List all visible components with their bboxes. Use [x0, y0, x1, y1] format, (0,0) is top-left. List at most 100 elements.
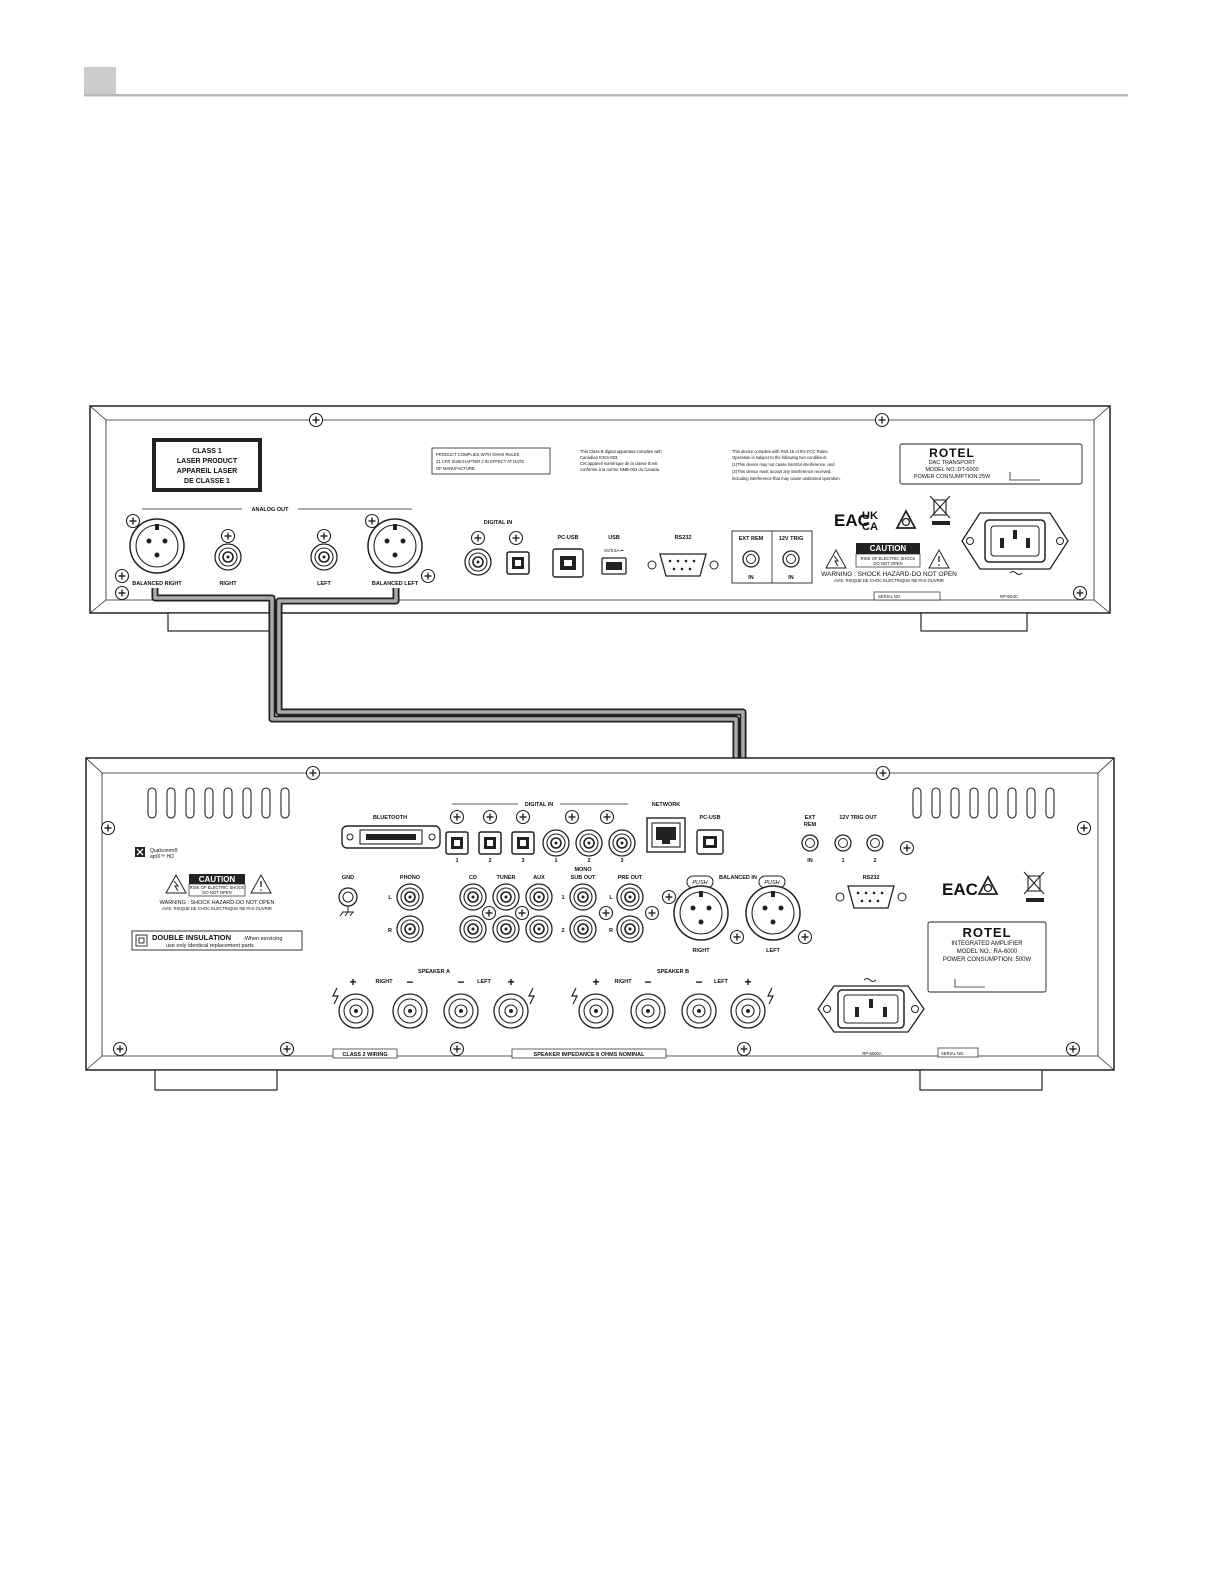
aux-label: AUX: [533, 875, 545, 881]
input-number: 2: [488, 858, 491, 864]
speaker-b-right-positive[interactable]: [578, 993, 614, 1029]
rs232-port[interactable]: [835, 885, 907, 909]
balanced-left-xlr-output[interactable]: [367, 518, 423, 574]
channel-r-label: R: [388, 928, 392, 934]
speaker-b-right-negative[interactable]: [630, 993, 666, 1029]
power-inlet[interactable]: [817, 978, 925, 1033]
aux-left-input[interactable]: [525, 883, 553, 911]
svg-text:−: −: [457, 975, 464, 989]
left-rca-output[interactable]: [310, 543, 338, 571]
tuner-right-input[interactable]: [492, 915, 520, 943]
pc-usb-port[interactable]: [552, 548, 584, 578]
screw-icon: [644, 905, 660, 921]
speaker-b-left-positive[interactable]: [730, 993, 766, 1029]
screw-icon: [661, 889, 677, 905]
svg-text:CLASS 1: CLASS 1: [192, 448, 222, 455]
polarity-marks: +− −+ +− −+: [349, 975, 751, 989]
channel-r-label: R: [609, 928, 613, 934]
sub-out-1[interactable]: [569, 883, 597, 911]
laser-class-label: CLASS 1 LASER PRODUCT APPAREIL LASER DE …: [152, 438, 262, 492]
speaker-a-left-positive[interactable]: [493, 993, 529, 1029]
phono-right-input[interactable]: [396, 915, 424, 943]
optical-digital-input[interactable]: [506, 551, 530, 575]
input-number: 1: [554, 858, 557, 864]
screw-icon: [598, 905, 614, 921]
phono-left-input[interactable]: [396, 883, 424, 911]
balanced-right-xlr-input[interactable]: [673, 885, 729, 941]
svg-text:CAUTION: CAUTION: [870, 544, 907, 553]
digital-in-label: DIGITAL IN: [484, 520, 513, 526]
coaxial-input-3[interactable]: [608, 829, 636, 857]
eac-mark: EAC: [834, 511, 870, 530]
rcm-icon: [895, 509, 917, 529]
optical-input-2[interactable]: [478, 831, 502, 855]
balanced-right-label: BALANCED RIGHT: [132, 581, 182, 587]
trigger-jack[interactable]: [782, 550, 800, 568]
speaker-b-label: SPEAKER B: [657, 969, 689, 975]
left-vent-slots: [147, 787, 290, 819]
usb-port[interactable]: [601, 557, 627, 575]
optical-input-1[interactable]: [445, 831, 469, 855]
pc-usb-port[interactable]: [696, 829, 724, 855]
foot: [919, 1069, 1043, 1091]
svg-text:PUSH: PUSH: [692, 880, 707, 886]
screw-icon: [449, 1041, 465, 1057]
optical-input-3[interactable]: [511, 831, 535, 855]
foot: [167, 612, 275, 632]
balanced-right-xlr-output[interactable]: [129, 518, 185, 574]
cd-right-input[interactable]: [459, 915, 487, 943]
trigger-out-2-jack[interactable]: [866, 834, 884, 852]
svg-text:DO NOT OPEN: DO NOT OPEN: [873, 561, 902, 566]
input-number: 1: [455, 858, 458, 864]
ethernet-port[interactable]: [646, 817, 686, 853]
coaxial-input-2[interactable]: [575, 829, 603, 857]
speaker-a-right-positive[interactable]: [338, 993, 374, 1029]
ground-terminal[interactable]: [338, 887, 358, 917]
trigger-out-label: 12V TRIG OUT: [839, 815, 877, 821]
bluetooth-label: BLUETOOTH: [373, 815, 407, 821]
screw-icon: [729, 929, 745, 945]
svg-text:Canadian ICES-003.: Canadian ICES-003.: [580, 455, 618, 460]
balanced-left-xlr-input[interactable]: [745, 885, 801, 941]
ext-rem-label: EXT: [805, 815, 816, 821]
svg-text:INTEGRATED AMPLIFIER: INTEGRATED AMPLIFIER: [951, 941, 1023, 947]
input-number: 3: [620, 858, 623, 864]
svg-text:-When servicing: -When servicing: [243, 936, 282, 942]
trigger-out-1-jack[interactable]: [834, 834, 852, 852]
left-label: LEFT: [317, 581, 331, 587]
eac-mark: EAC: [942, 880, 978, 899]
coaxial-digital-input[interactable]: [464, 548, 492, 576]
shock-bolt-icons: [332, 987, 774, 1005]
ext-rem-jack[interactable]: [801, 834, 819, 852]
coaxial-input-1[interactable]: [542, 829, 570, 857]
pre-out-right[interactable]: [616, 915, 644, 943]
cd-left-input[interactable]: [459, 883, 487, 911]
rcm-icon: [977, 875, 999, 895]
screw-icon: [875, 765, 891, 781]
channel-l-label: L: [609, 895, 613, 901]
pre-out-left[interactable]: [616, 883, 644, 911]
svg-text:aptX™ HD: aptX™ HD: [150, 854, 174, 860]
svg-text:POWER CONSUMPTION:25W: POWER CONSUMPTION:25W: [914, 474, 991, 480]
aux-right-input[interactable]: [525, 915, 553, 943]
rs232-port[interactable]: [647, 553, 719, 577]
right-rca-output[interactable]: [214, 543, 242, 571]
power-inlet[interactable]: [961, 512, 1069, 575]
svg-text:−: −: [406, 975, 413, 989]
svg-text:+: +: [744, 975, 751, 989]
bluetooth-antenna-port[interactable]: [341, 825, 441, 849]
header-tab: [84, 67, 116, 96]
speaker-a-right-negative[interactable]: [392, 993, 428, 1029]
speaker-a-label: SPEAKER A: [418, 969, 450, 975]
tuner-left-input[interactable]: [492, 883, 520, 911]
sub-out-2[interactable]: [569, 915, 597, 943]
channel-l-label: L: [388, 895, 392, 901]
dac-transport-rear-panel: CLASS 1 LASER PRODUCT APPAREIL LASER DE …: [89, 405, 1111, 632]
screw-icon: [125, 513, 141, 529]
speaker-b-left-negative[interactable]: [681, 993, 717, 1029]
speaker-a-left-negative[interactable]: [443, 993, 479, 1029]
svg-text:PUSH: PUSH: [764, 880, 779, 886]
trigger-number: 1: [841, 858, 844, 864]
ext-rem-jack[interactable]: [742, 550, 760, 568]
speaker-left-label: LEFT: [714, 979, 728, 985]
